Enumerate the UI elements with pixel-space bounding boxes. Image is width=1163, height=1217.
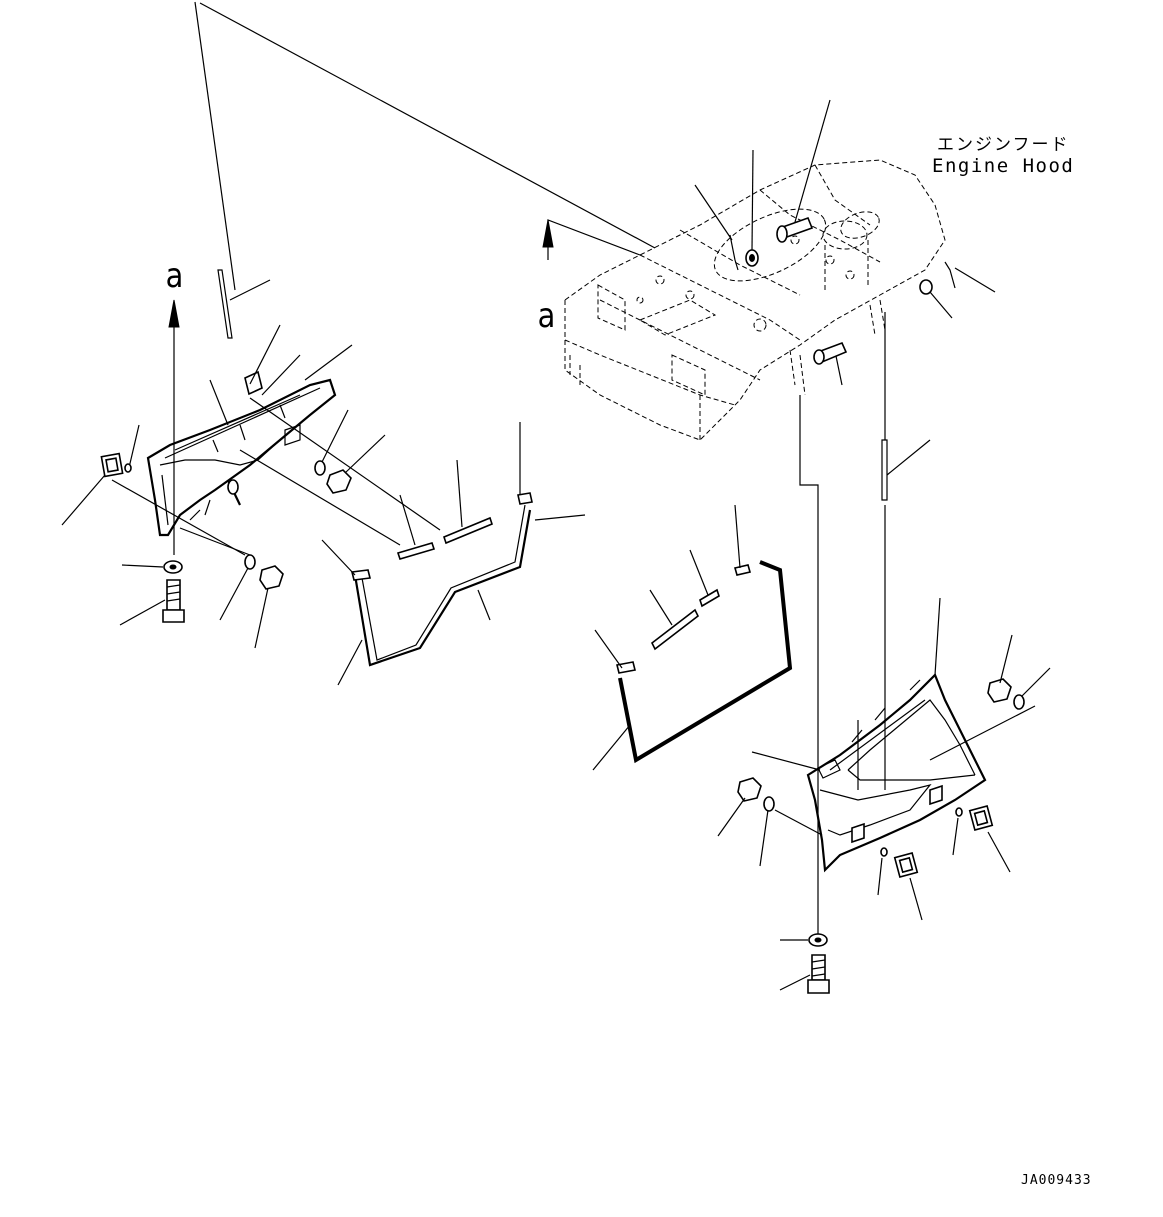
- hood-bolt-top: [776, 99, 831, 243]
- left-seal-strip: [321, 422, 586, 686]
- view-arrow-right: [542, 219, 641, 260]
- view-marker-right: a: [537, 296, 556, 336]
- right-nut-washer-lower: [717, 777, 823, 867]
- right-short-strips: [649, 549, 720, 651]
- right-seal-loop: [592, 504, 793, 771]
- hood-clip-side: [944, 261, 996, 293]
- right-rubber-blocks: [877, 805, 1011, 921]
- right-bracket-panel: [751, 597, 987, 873]
- drawing-id-label: JA009433: [1021, 1173, 1092, 1188]
- hood-washer-top: [745, 149, 759, 267]
- left-upper-leaders: [209, 344, 353, 426]
- hood-pin-top: [694, 184, 739, 271]
- left-strut-rod: [217, 269, 271, 339]
- left-lower-hardware: [119, 527, 284, 649]
- right-vertical-guides: [799, 395, 859, 935]
- hood-washer-side: [919, 279, 953, 319]
- view-arrow-left: [168, 299, 180, 555]
- engine-hood-label-en: Engine Hood: [932, 155, 1075, 177]
- engine-hood: [564, 159, 946, 441]
- connection-lines-left: [239, 397, 441, 546]
- view-marker-left: a: [165, 256, 184, 296]
- left-rubber-block-lower: [61, 424, 246, 556]
- right-strut-rod: [881, 312, 931, 790]
- left-bracket-panel: [146, 378, 337, 537]
- right-nut-washer-upper: [929, 634, 1051, 761]
- right-lower-hardware: [779, 933, 830, 994]
- hood-bolt-side: [813, 341, 848, 386]
- left-washer-nut: [314, 409, 386, 494]
- reference-lines: [194, 1, 656, 291]
- left-rubber-block-upper: [244, 324, 301, 396]
- engine-hood-label-jp: エンジンフード: [937, 135, 1070, 155]
- left-short-strips: [396, 459, 493, 560]
